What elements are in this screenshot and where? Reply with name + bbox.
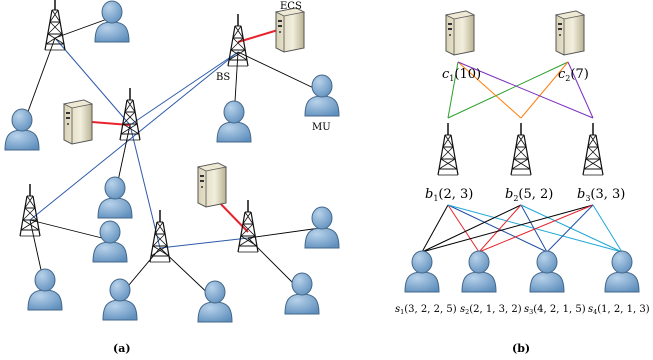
- backhaul-link: [159, 237, 249, 249]
- panel-a-caption: (a): [113, 342, 131, 355]
- server-bs-link: [567, 61, 594, 119]
- backhaul-link: [29, 51, 239, 221]
- server-bs-link: [457, 61, 522, 119]
- user-label-name: s: [395, 304, 400, 315]
- cell-tower-icon: [582, 122, 604, 176]
- server-bs-link: [447, 61, 459, 119]
- user-label-sub: 1: [400, 308, 404, 316]
- cell-tower-icon: [19, 183, 41, 237]
- mu-label: MU: [312, 122, 331, 133]
- bs-label-params: (5, 2): [518, 187, 553, 202]
- bs-label-3: b3(3, 3): [577, 187, 625, 203]
- user-icon: [102, 278, 138, 321]
- access-link: [54, 17, 111, 39]
- user-icon: [404, 250, 440, 293]
- bs-user-link: [478, 204, 594, 253]
- ecs-label: ECS: [280, 1, 302, 12]
- bs-label-name: b: [425, 187, 433, 202]
- bs-label-sub: 1: [433, 194, 438, 203]
- user-label-1: s1(3, 2, 2, 5): [395, 304, 457, 316]
- server-label-sub: 2: [565, 74, 570, 83]
- backhaul-links: [29, 37, 249, 249]
- user-label-2: s2(2, 1, 3, 2): [460, 304, 522, 316]
- bs-user-link: [520, 204, 548, 253]
- user-icon: [304, 206, 340, 249]
- cell-tower-icon: [44, 0, 66, 51]
- bs-user-link: [421, 204, 522, 253]
- bs-label-2: b2(5, 2): [505, 187, 553, 203]
- server-label-sub: 1: [449, 74, 454, 83]
- backhaul-link: [129, 51, 239, 126]
- bs-user-link: [520, 204, 623, 253]
- cell-tower-icon: [437, 122, 459, 176]
- server-icon: [445, 10, 475, 56]
- user-icon: [461, 250, 497, 293]
- bs-label: BS: [216, 72, 230, 83]
- user-label-sub: 4: [593, 308, 597, 316]
- access-links: [21, 17, 323, 301]
- user-label-name: s: [588, 304, 593, 315]
- bs-user-link: [478, 204, 522, 253]
- backhaul-link: [129, 124, 161, 249]
- user-label-params: (4, 2, 1, 5): [533, 304, 585, 315]
- user-label-4: s4(1, 2, 1, 3): [588, 304, 650, 316]
- server-icon: [63, 99, 93, 145]
- user-label-3: s3(4, 2, 1, 5): [524, 304, 586, 316]
- user-label-params: (2, 1, 3, 2): [469, 304, 521, 315]
- server-label-2: c2(7): [558, 67, 589, 83]
- bs-label-params: (3, 3): [590, 187, 625, 202]
- server-link: [237, 29, 279, 43]
- server-icon: [275, 7, 305, 53]
- server-label-name: c: [558, 67, 566, 82]
- panel-a-network: ECS BS MU (a): [4, 0, 340, 355]
- user-icon: [4, 108, 40, 151]
- server-bs-link: [447, 61, 569, 119]
- access-link: [29, 219, 111, 241]
- bs-label-sub: 2: [513, 194, 518, 203]
- server-icon: [555, 10, 585, 56]
- user-icon: [92, 220, 128, 263]
- bs-user-link: [421, 204, 449, 253]
- bs-label-sub: 3: [585, 194, 590, 203]
- server-icon: [197, 162, 227, 208]
- bs-user-link: [447, 204, 480, 253]
- backhaul-link: [54, 37, 131, 126]
- panel-b-topology: c1(10) c2(7) b1(2, 3) b2(5, 2) b3(3, 3) …: [395, 10, 650, 355]
- bs-label-name: b: [505, 187, 513, 202]
- access-link: [237, 51, 323, 93]
- user-icon: [304, 74, 340, 117]
- access-link: [247, 227, 321, 239]
- bs-user-link: [592, 204, 623, 253]
- cell-tower-icon: [510, 122, 532, 176]
- user-label-sub: 3: [529, 308, 533, 316]
- server-label-name: c: [442, 67, 450, 82]
- cell-tower-icon: [119, 87, 141, 141]
- bs-user-link: [447, 204, 548, 253]
- bs-label-name: b: [577, 187, 585, 202]
- user-icon: [27, 268, 63, 311]
- user-label-sub: 2: [465, 308, 469, 316]
- user-label-params: (3, 2, 2, 5): [404, 304, 456, 315]
- bs-label-1: b1(2, 3): [425, 187, 473, 203]
- panel-b-caption: (b): [512, 342, 530, 355]
- user-label-name: s: [524, 304, 529, 315]
- server-bs-link: [520, 61, 569, 119]
- server-bs-link: [457, 61, 594, 119]
- bs-user-link: [421, 204, 594, 253]
- server-label-params: (10): [454, 67, 481, 82]
- user-icon: [529, 250, 565, 293]
- user-icon: [197, 280, 233, 323]
- user-icon: [284, 272, 320, 315]
- server-label-params: (7): [570, 67, 588, 82]
- user-icon: [604, 250, 640, 293]
- bs-label-params: (2, 3): [438, 187, 473, 202]
- assignment-links: [421, 61, 623, 253]
- bs-user-link: [546, 204, 594, 253]
- user-icon: [97, 176, 133, 219]
- server-label-1: c1(10): [442, 67, 481, 83]
- user-icon: [216, 100, 252, 143]
- user-label-name: s: [460, 304, 465, 315]
- user-label-params: (1, 2, 1, 3): [597, 304, 649, 315]
